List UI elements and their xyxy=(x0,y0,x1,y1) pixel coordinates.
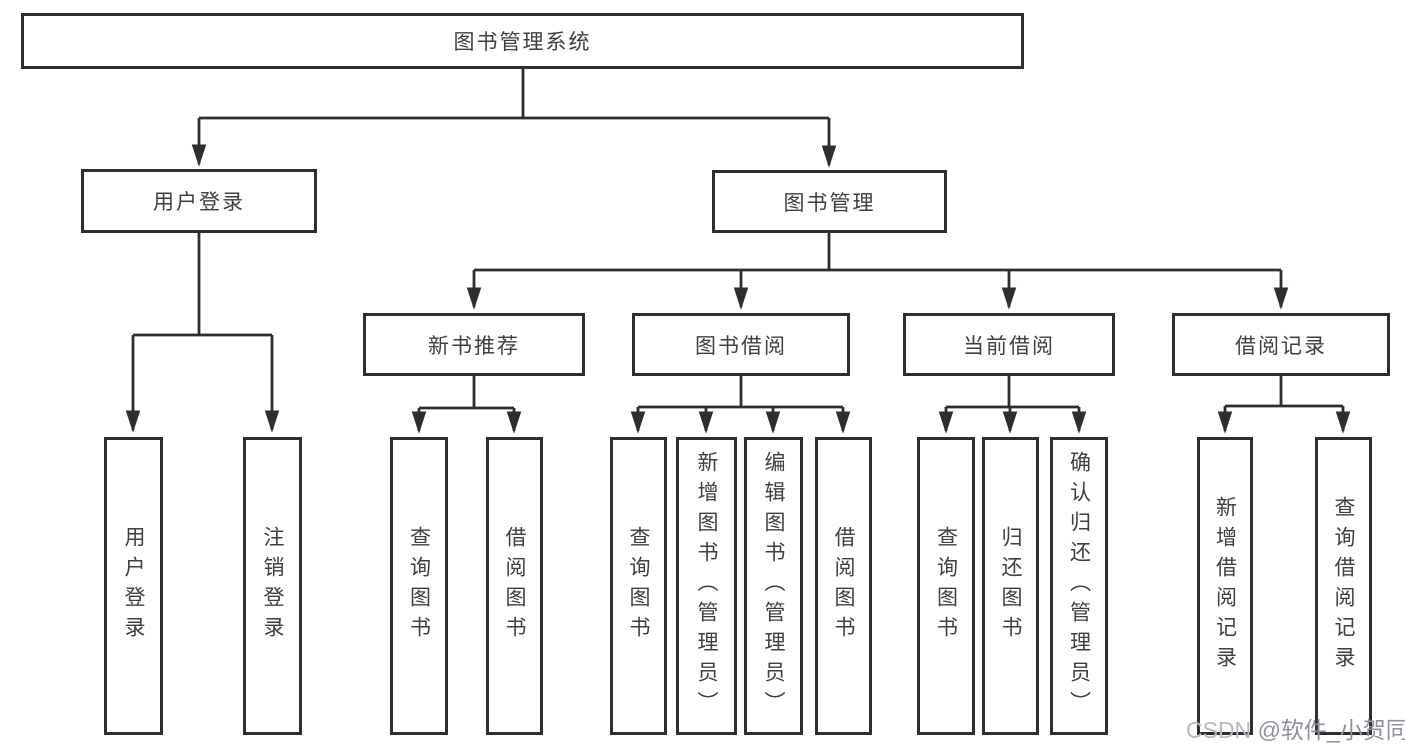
leaf-recommend-borrow-book: 借阅图书 xyxy=(486,437,543,735)
leaf-recommend-query-book-label: 查询图书 xyxy=(407,526,431,646)
leaf-logout: 注销登录 xyxy=(243,437,302,735)
leaf-borrow-edit-book-admin: 编辑图书（管理员） xyxy=(744,437,803,735)
node-current-borrow-label: 当前借阅 xyxy=(963,334,1055,358)
leaf-recommend-borrow-book-label: 借阅图书 xyxy=(503,526,526,646)
leaf-borrow-borrow-book: 借阅图书 xyxy=(815,437,872,735)
leaf-record-query-borrow-record-label: 查询借阅记录 xyxy=(1332,496,1355,676)
csdn-watermark: CSDN @软件_小贺同学 xyxy=(1186,711,1405,745)
leaf-borrow-query-book-label: 查询图书 xyxy=(627,526,650,646)
leaf-current-confirm-return-admin-label: 确认归还（管理员） xyxy=(1067,451,1091,721)
node-borrow-record-label: 借阅记录 xyxy=(1235,334,1327,358)
leaf-current-query-book-label: 查询图书 xyxy=(934,526,958,646)
leaf-borrow-add-book-admin-label: 新增图书（管理员） xyxy=(695,451,718,721)
csdn-watermark-prefix: CSDN xyxy=(1186,717,1258,743)
node-root-system-label: 图书管理系统 xyxy=(453,31,592,54)
leaf-recommend-query-book: 查询图书 xyxy=(390,437,448,735)
leaf-current-return-book: 归还图书 xyxy=(982,437,1039,735)
node-user-login-label: 用户登录 xyxy=(153,191,245,214)
node-borrow-record: 借阅记录 xyxy=(1172,313,1390,376)
leaf-user-login: 用户登录 xyxy=(104,437,163,735)
node-book-borrow: 图书借阅 xyxy=(632,313,850,376)
leaf-record-add-borrow-record-label: 新增借阅记录 xyxy=(1213,496,1237,676)
node-user-login: 用户登录 xyxy=(81,169,317,233)
node-book-borrow-label: 图书借阅 xyxy=(695,334,787,358)
node-book-management-label: 图书管理 xyxy=(783,191,876,215)
node-book-management: 图书管理 xyxy=(712,170,947,233)
node-root-system: 图书管理系统 xyxy=(21,13,1024,69)
leaf-borrow-add-book-admin: 新增图书（管理员） xyxy=(676,437,737,735)
node-new-book-recommend: 新书推荐 xyxy=(363,313,585,376)
leaf-borrow-query-book: 查询图书 xyxy=(610,437,667,735)
leaf-record-query-borrow-record: 查询借阅记录 xyxy=(1315,437,1372,735)
leaf-current-return-book-label: 归还图书 xyxy=(999,526,1022,646)
leaf-current-query-book: 查询图书 xyxy=(917,437,975,735)
leaf-logout-label: 注销登录 xyxy=(261,526,284,646)
csdn-watermark-handle: @软件_小贺同学 xyxy=(1257,717,1405,743)
leaf-user-login-label: 用户登录 xyxy=(122,526,145,646)
leaf-current-confirm-return-admin: 确认归还（管理员） xyxy=(1050,437,1108,735)
node-current-borrow: 当前借阅 xyxy=(903,313,1115,376)
leaf-record-add-borrow-record: 新增借阅记录 xyxy=(1197,437,1253,735)
leaf-borrow-borrow-book-label: 借阅图书 xyxy=(832,526,855,646)
node-new-book-recommend-label: 新书推荐 xyxy=(428,334,520,358)
leaf-borrow-edit-book-admin-label: 编辑图书（管理员） xyxy=(762,451,785,721)
